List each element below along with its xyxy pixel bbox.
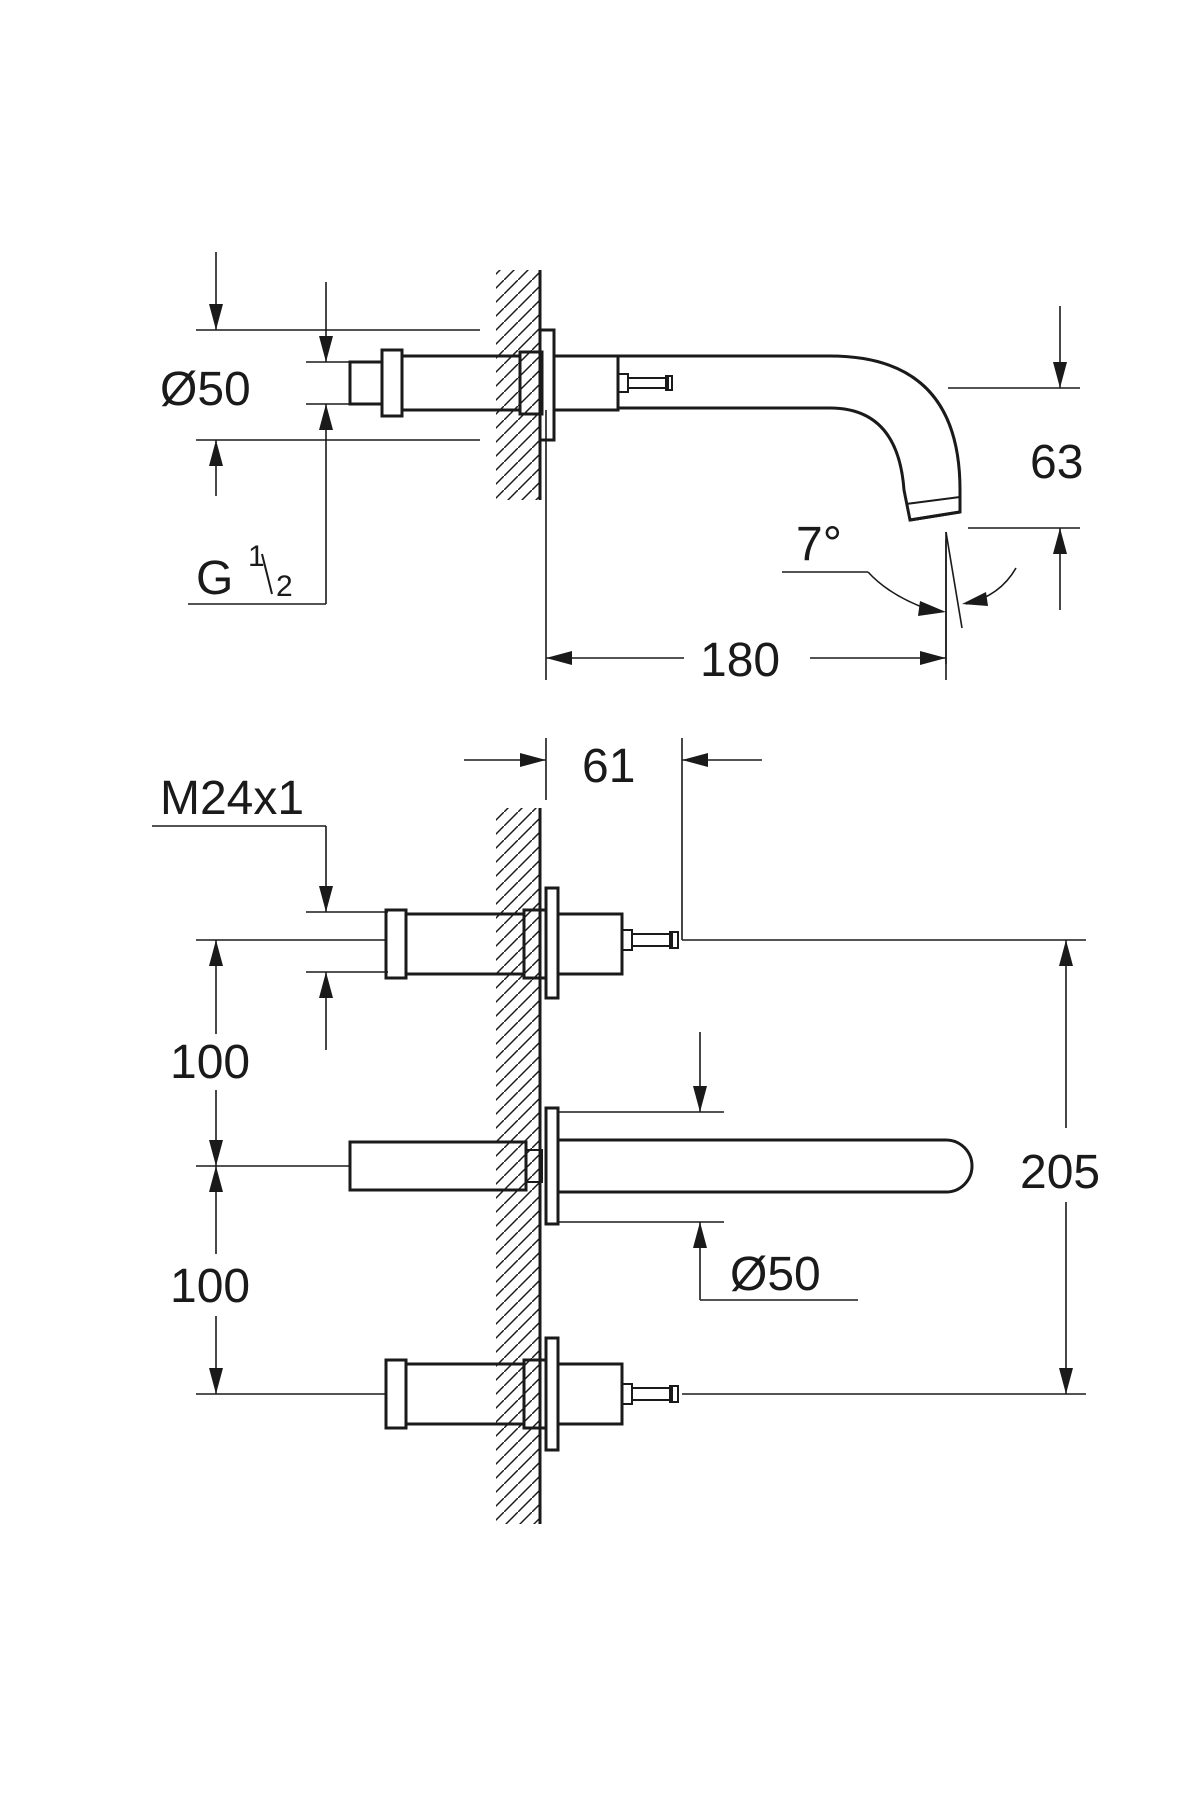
spout-tip-edge-2	[905, 496, 961, 505]
upper-valve-rod	[631, 933, 673, 947]
dim-total-spacing: 205	[1020, 1146, 1100, 1199]
dim-thread-valve: M24x1	[160, 772, 304, 825]
dim-spacing-upper: 100	[170, 1036, 250, 1089]
dim-thread-den: 2	[276, 570, 293, 603]
side-view: Ø50 G 1 2 63 7° 1	[160, 252, 1083, 687]
dim-thread-num: 1	[248, 540, 265, 573]
upper-valve-box	[556, 912, 624, 976]
stem-tip	[665, 375, 673, 391]
dim-outlet-diameter: Ø50	[160, 363, 251, 416]
lower-valve-collar	[384, 1358, 408, 1430]
upper-valve-tip	[669, 931, 679, 949]
dim-spout-projection: 180	[700, 634, 780, 687]
spout-outline	[618, 354, 962, 522]
upper-valve-collar	[384, 908, 408, 980]
dim-wall-depth: 61	[582, 740, 635, 793]
flange-box	[552, 354, 620, 412]
lower-valve-rod	[631, 1387, 673, 1401]
upper-valve-flange	[544, 886, 560, 1000]
dim-spout-diameter: Ø50	[730, 1248, 821, 1301]
spout-flange	[544, 1106, 560, 1226]
stem-rod	[627, 377, 669, 389]
wall-hatch-top	[496, 270, 540, 500]
dim-spout-height: 63	[1030, 436, 1083, 489]
lower-valve-box	[556, 1362, 624, 1426]
body-collar	[348, 360, 384, 406]
dim-thread-slash	[261, 553, 273, 595]
spout-front-outline	[558, 1138, 974, 1194]
body-ring	[380, 348, 404, 418]
body-hub	[518, 350, 544, 416]
lower-valve-flange	[544, 1336, 560, 1452]
dim-thread-g: G	[196, 552, 233, 605]
dim-spacing-lower: 100	[170, 1260, 250, 1313]
spout-back-nut	[525, 1149, 543, 1183]
front-view: 61 M24x1 Ø50	[152, 738, 1100, 1524]
wall-hatch-bottom	[496, 808, 540, 1524]
lower-valve-tip	[669, 1385, 679, 1403]
dim-spout-angle: 7°	[796, 518, 842, 571]
spout-tip-edge	[909, 510, 961, 522]
